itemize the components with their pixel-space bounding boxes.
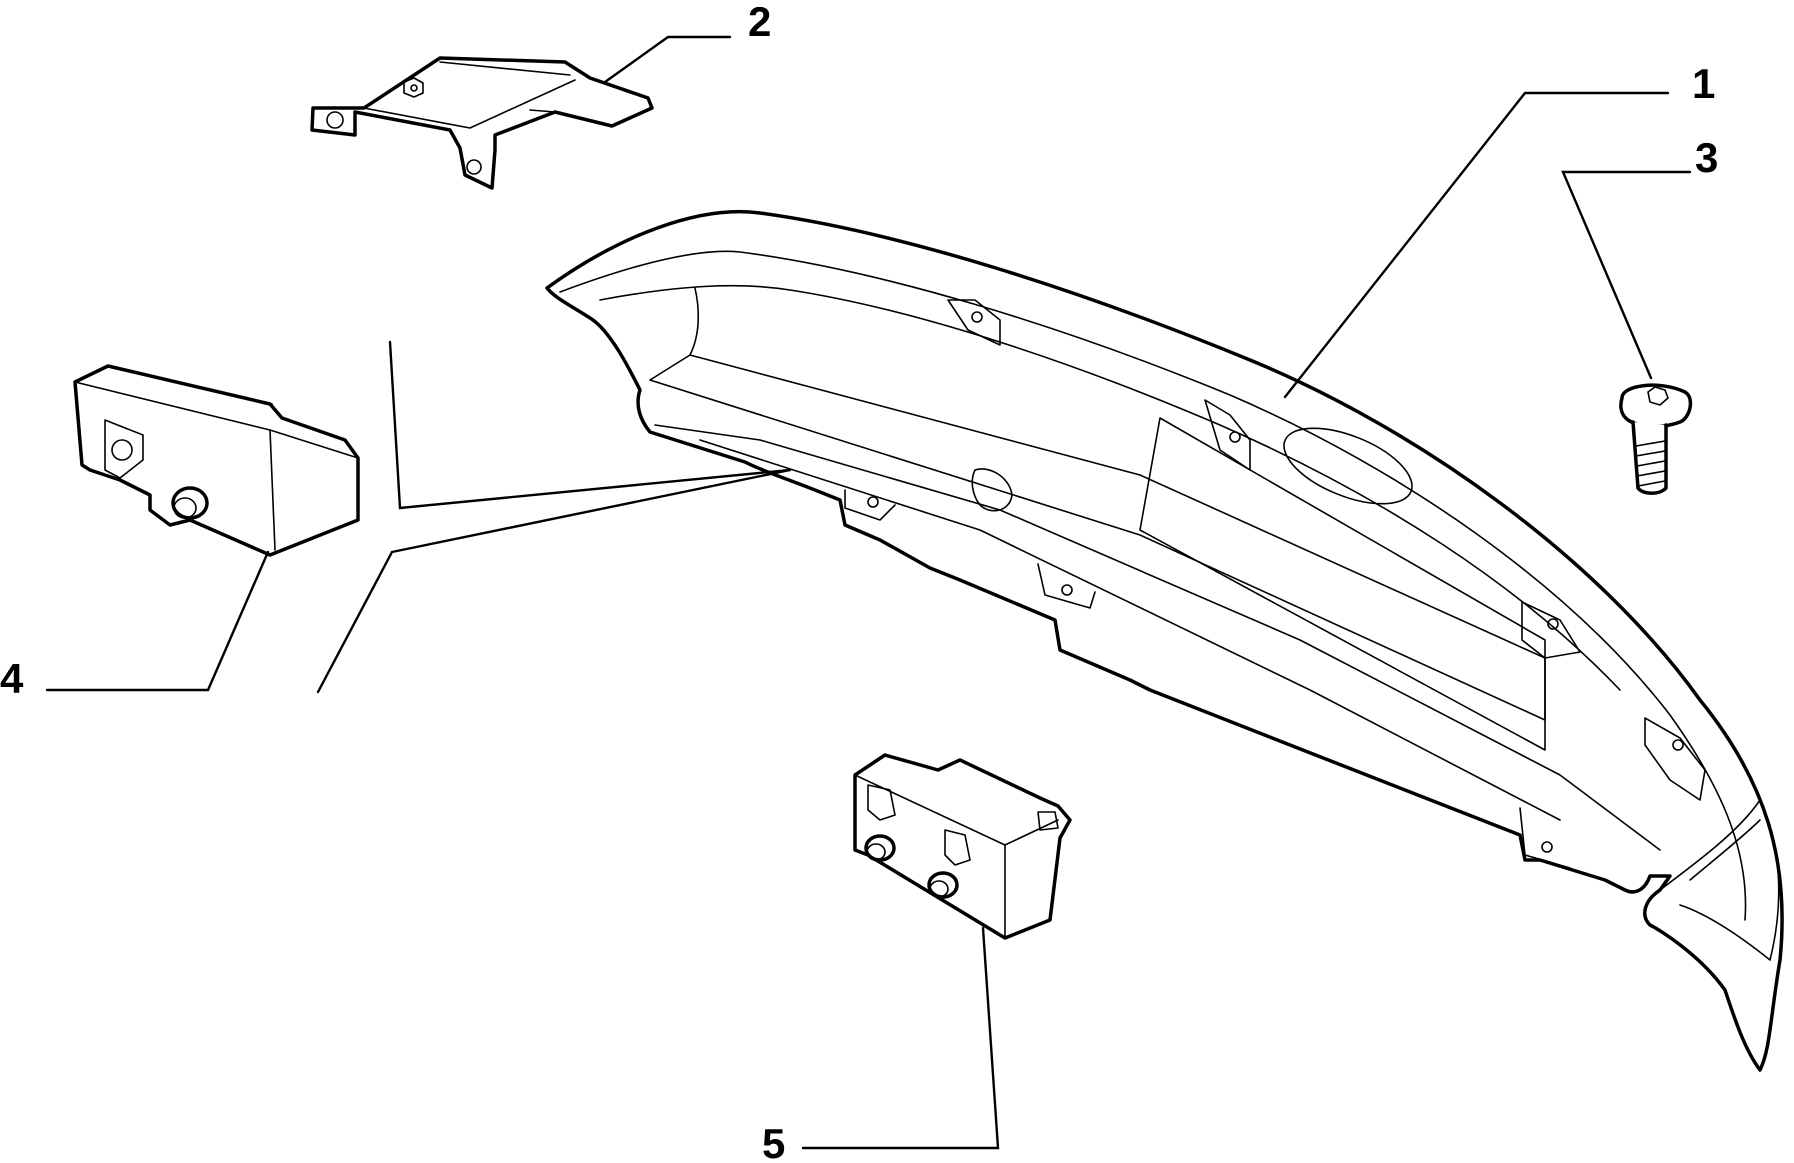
block5-pin-right-inner xyxy=(929,880,949,898)
block4-slot-hole xyxy=(111,439,133,461)
bumper-tab-hole-2 xyxy=(1061,584,1073,596)
callout-label-5: 5 xyxy=(762,1120,785,1163)
callout-labels: 1 2 3 4 5 xyxy=(0,0,1718,1163)
block5-window-left xyxy=(867,784,896,821)
bracket-nut-hole xyxy=(410,84,418,92)
leader-3 xyxy=(1561,170,1692,380)
screw-threads xyxy=(1635,440,1666,487)
callout-label-2: 2 xyxy=(748,0,771,45)
bracket-fold-line xyxy=(363,79,576,129)
block4-slot xyxy=(104,419,144,479)
bumper-top-rim xyxy=(559,250,1747,921)
assembly-guide-lines xyxy=(316,340,792,694)
block4-front-face xyxy=(269,429,276,551)
bracket-fold-line-3 xyxy=(529,109,556,113)
bumper-tab-2 xyxy=(1037,563,1096,609)
bumper-bracket-hole-4 xyxy=(1672,739,1684,751)
bumper-part-1[interactable] xyxy=(545,210,1784,1072)
bumper-inner-edge xyxy=(599,284,1621,691)
block-part-5[interactable] xyxy=(853,753,1072,940)
assembly-line-upper xyxy=(388,340,792,510)
bumper-tab-hole-1 xyxy=(867,496,879,508)
bumper-bracket-hole-2 xyxy=(1229,431,1241,443)
bumper-tab-hole-3 xyxy=(1541,841,1553,853)
bumper-small-cutout xyxy=(971,468,1013,512)
callout-leaders xyxy=(45,35,1692,1150)
bumper-bracket-hole-1 xyxy=(971,311,983,323)
leader-2 xyxy=(603,35,732,84)
block4-inner-edge xyxy=(107,365,273,405)
leader-5 xyxy=(801,926,1000,1150)
bumper-oval-opening xyxy=(1283,427,1413,505)
assembly-line-lower xyxy=(316,468,792,694)
screw-torx-socket xyxy=(1647,386,1669,406)
bumper-bracket-hole-3 xyxy=(1547,618,1559,630)
bracket-part-2[interactable] xyxy=(310,56,654,190)
block5-window-right xyxy=(944,829,971,866)
block5-pin-left-inner xyxy=(866,843,886,861)
bumper-bracket-4 xyxy=(1644,717,1706,801)
bumper-bracket-1 xyxy=(947,299,1001,346)
bumper-end-cap xyxy=(1659,799,1780,961)
bumper-lower-lip-2 xyxy=(699,439,1561,821)
bracket-nut xyxy=(403,77,424,98)
bracket-hole-bottom xyxy=(466,159,482,175)
block5-pin-left xyxy=(864,834,896,862)
bumper-tab-3 xyxy=(1519,807,1571,869)
bracket-hole-left xyxy=(326,111,344,129)
callout-label-4: 4 xyxy=(0,655,24,702)
block5-pin-right xyxy=(927,871,959,899)
block-part-4[interactable] xyxy=(73,364,360,557)
block4-pin-inner xyxy=(173,497,197,519)
bumper-lower-lip xyxy=(654,424,1661,851)
leader-1 xyxy=(1283,91,1670,399)
bumper-bracket-3 xyxy=(1521,601,1581,659)
screw-part-3[interactable] xyxy=(1619,383,1693,495)
bumper-bracket-2 xyxy=(1204,399,1251,471)
bracket-fold-line-2 xyxy=(439,61,571,76)
bumper-outline xyxy=(545,210,1784,1072)
leader-4 xyxy=(45,550,270,692)
bumper-tab-1 xyxy=(844,489,896,521)
callout-label-1: 1 xyxy=(1692,60,1715,107)
block4-pin xyxy=(171,486,209,520)
screw-shank xyxy=(1631,420,1668,495)
bumper-inner-recess xyxy=(689,287,700,356)
license-plate-recess xyxy=(1139,417,1546,751)
bumper-end-cap-inner xyxy=(1689,819,1761,881)
screw-head xyxy=(1619,383,1693,428)
callout-label-3: 3 xyxy=(1695,134,1718,181)
block5-notch xyxy=(1037,811,1059,831)
block4-outline xyxy=(73,364,360,557)
